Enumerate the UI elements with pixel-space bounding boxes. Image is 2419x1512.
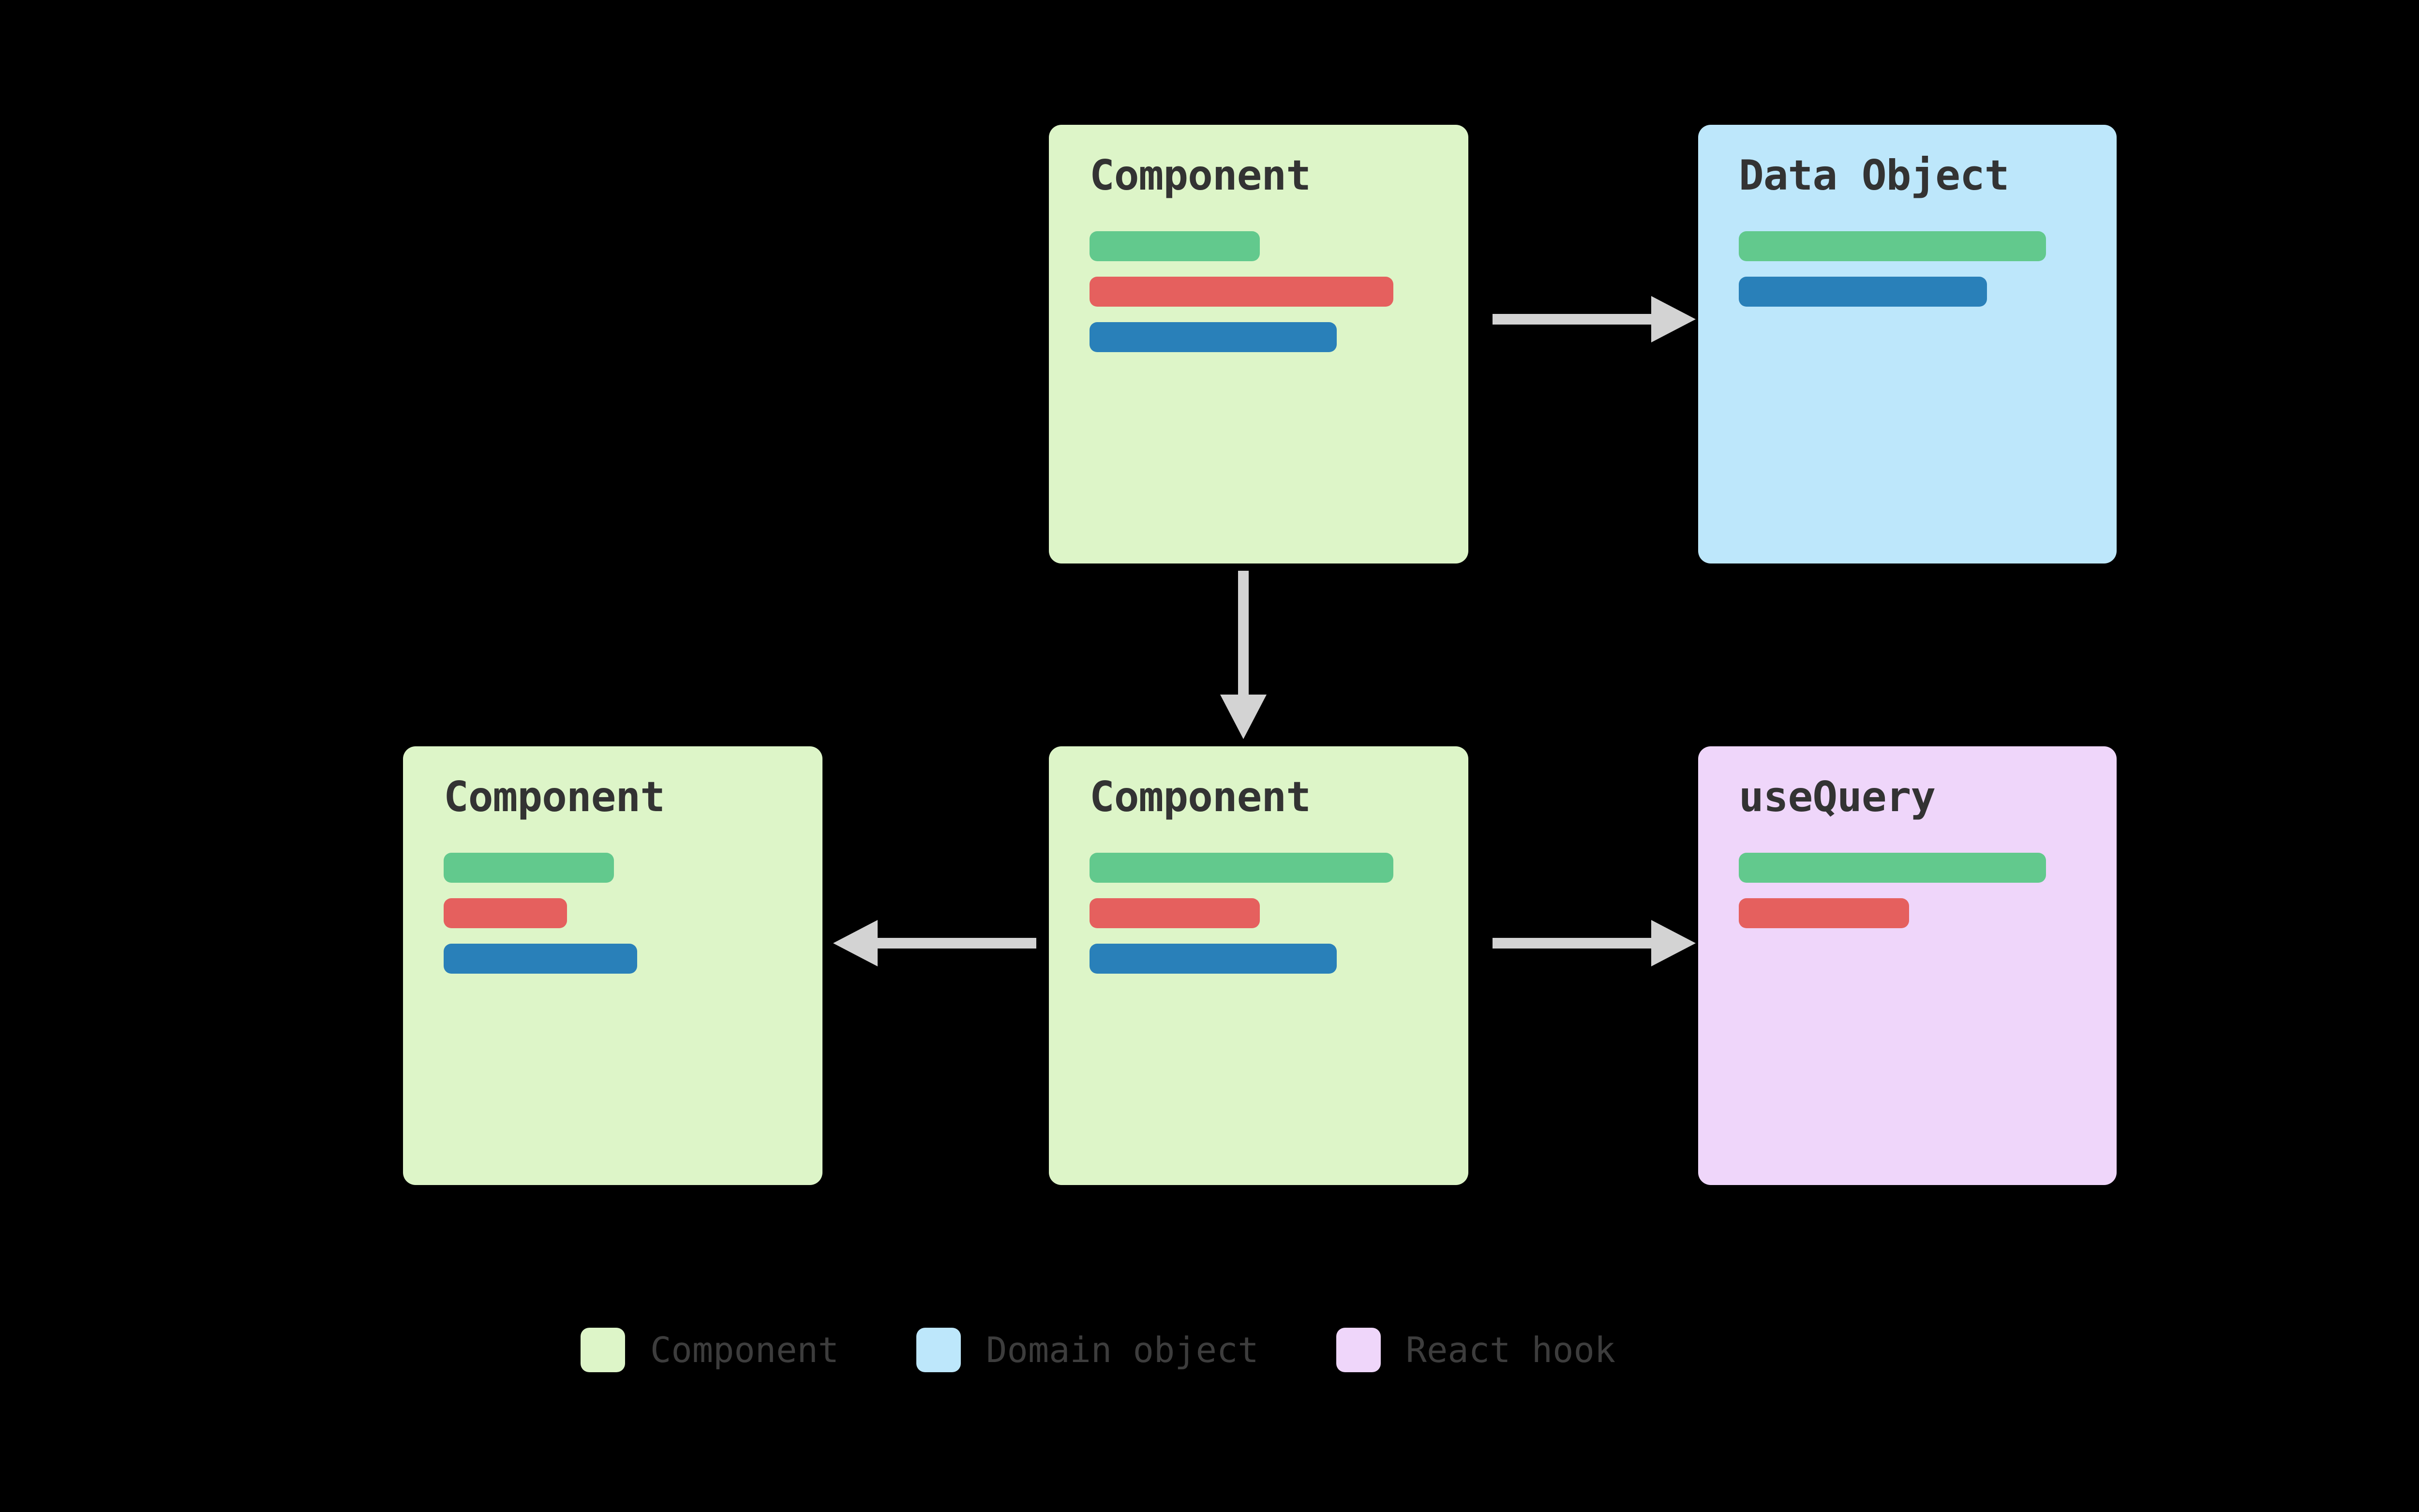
node-bar-green [1090, 231, 1260, 261]
arrow-component-top-to-component-middle [1220, 571, 1267, 739]
node-bar-blue [444, 944, 637, 974]
node-title: Data Object [1739, 151, 2010, 200]
node-bar-group [1090, 231, 1468, 352]
node-title: Component [1090, 773, 1311, 821]
node-bar-group [444, 853, 822, 974]
node-bar-group [1739, 231, 2117, 307]
legend-item: Domain object [916, 1328, 1259, 1372]
node-bar-green [1739, 853, 2046, 883]
arrow-component-top-to-data-object [1493, 296, 1696, 342]
node-bar-group [1739, 853, 2117, 928]
node-title: useQuery [1739, 773, 1936, 821]
node-bar-green [1090, 853, 1393, 883]
legend-label: Domain object [986, 1330, 1259, 1370]
node-component-top[interactable]: Component [1049, 125, 1468, 563]
node-bar-red [1090, 898, 1260, 928]
legend-label: React hook [1405, 1330, 1616, 1370]
node-data-object[interactable]: Data Object [1698, 125, 2117, 563]
node-bar-red [1739, 898, 1909, 928]
arrow-component-middle-to-component-left [833, 920, 1036, 966]
legend-swatch-icon [1336, 1328, 1381, 1372]
node-bar-green [444, 853, 614, 883]
legend-label: Component [650, 1330, 839, 1370]
node-use-query[interactable]: useQuery [1698, 746, 2117, 1185]
legend-swatch-icon [581, 1328, 625, 1372]
node-bar-blue [1739, 277, 1987, 307]
node-title: Component [444, 773, 665, 821]
legend-item: React hook [1336, 1328, 1615, 1372]
legend-item: Component [581, 1328, 839, 1372]
node-bar-group [1090, 853, 1468, 974]
node-bar-green [1739, 231, 2046, 261]
node-title: Component [1090, 151, 1311, 200]
node-component-left[interactable]: Component [403, 746, 822, 1185]
node-bar-blue [1090, 944, 1337, 974]
node-bar-blue [1090, 322, 1337, 352]
node-bar-red [1090, 277, 1393, 307]
node-component-middle[interactable]: Component [1049, 746, 1468, 1185]
legend: Component Domain object React hook [581, 1328, 1615, 1372]
arrow-component-middle-to-use-query [1493, 920, 1696, 966]
node-bar-red [444, 898, 567, 928]
legend-swatch-icon [916, 1328, 961, 1372]
